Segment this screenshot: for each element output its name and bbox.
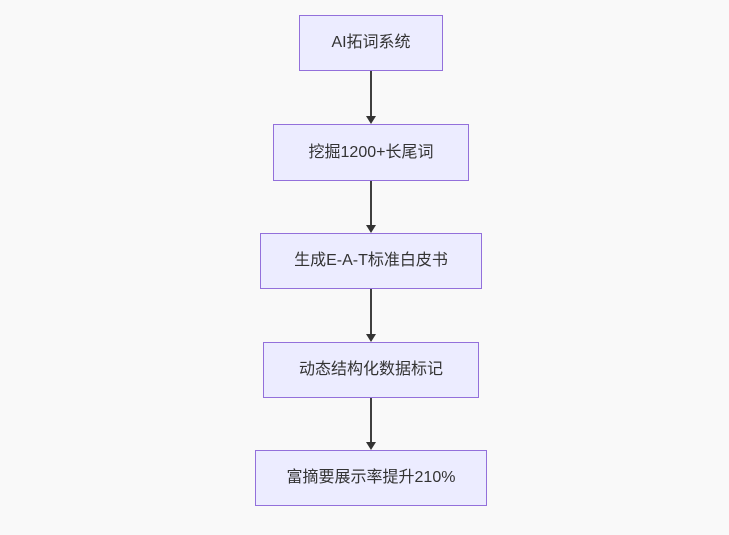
arrow-line [370,71,372,116]
node-label: AI拓词系统 [331,34,411,52]
arrow-line [370,289,372,334]
flow-node-ai-keyword-system: AI拓词系统 [299,15,443,71]
flow-node-eat-whitepaper: 生成E-A-T标准白皮书 [260,233,482,289]
node-label: 富摘要展示率提升210% [286,469,456,487]
arrow-line [370,398,372,442]
arrow-down-icon [365,398,377,450]
flow-node-structured-data-markup: 动态结构化数据标记 [263,342,479,398]
flow-node-longtail-keywords: 挖掘1200+长尾词 [273,124,469,181]
arrow-head-icon [366,442,376,450]
node-label: 动态结构化数据标记 [298,361,443,379]
arrow-down-icon [365,289,377,342]
arrow-head-icon [366,225,376,233]
node-label: 生成E-A-T标准白皮书 [294,252,448,270]
arrow-down-icon [365,181,377,233]
flow-node-rich-snippet-rate: 富摘要展示率提升210% [255,450,487,506]
node-label: 挖掘1200+长尾词 [308,143,434,161]
arrow-head-icon [366,116,376,124]
arrow-down-icon [365,71,377,124]
arrow-line [370,181,372,225]
arrow-head-icon [366,334,376,342]
